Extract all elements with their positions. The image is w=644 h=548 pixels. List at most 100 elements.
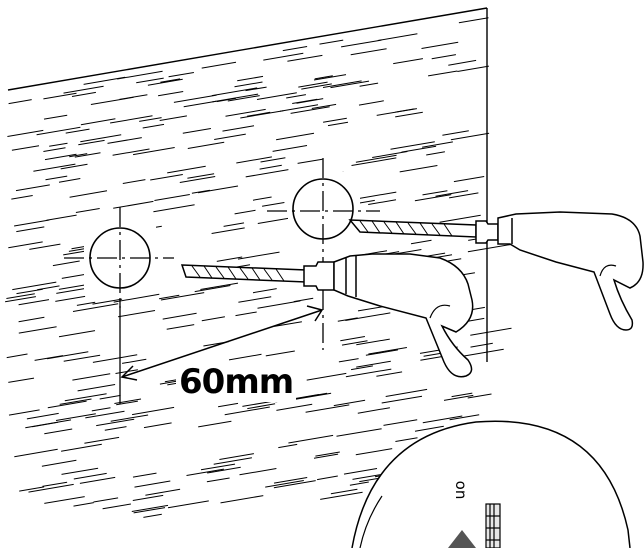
wall-texture-stroke xyxy=(56,287,86,294)
wall-texture-stroke xyxy=(198,420,232,428)
wall-texture-stroke xyxy=(385,388,428,397)
drill-upper xyxy=(348,211,644,331)
wall-texture-stroke xyxy=(43,92,77,100)
wall-texture-stroke xyxy=(273,477,308,484)
wall-texture-stroke xyxy=(80,118,116,126)
wall-texture-stroke xyxy=(104,426,127,431)
wall-texture-stroke xyxy=(323,117,347,123)
wall-texture-stroke xyxy=(142,123,165,129)
wall-texture-stroke xyxy=(63,354,101,362)
wall-texture-stroke xyxy=(77,384,116,392)
wall-texture-stroke xyxy=(45,175,68,181)
wall-texture-stroke xyxy=(442,130,469,136)
wall-texture-stroke xyxy=(159,294,180,300)
wall-texture-stroke xyxy=(317,475,338,481)
wall-texture-stroke xyxy=(376,108,417,116)
wall-texture-stroke xyxy=(73,472,107,480)
wall-texture-stroke xyxy=(322,80,362,88)
switch-arrow-icon xyxy=(448,530,476,548)
wall-texture-stroke xyxy=(69,190,108,198)
wall-texture-stroke xyxy=(237,251,280,260)
wall-texture-stroke xyxy=(390,141,435,150)
wall-texture-stroke xyxy=(470,327,512,336)
wall-texture-stroke xyxy=(399,165,438,173)
wall-texture-stroke xyxy=(422,190,448,196)
drill-hole-left xyxy=(64,207,174,308)
wall-texture-stroke xyxy=(351,365,373,371)
wall-texture-stroke xyxy=(6,293,35,299)
wall-texture-stroke xyxy=(73,502,94,507)
wall-texture-stroke xyxy=(224,406,270,416)
wall-texture-stroke xyxy=(311,103,337,109)
wall-texture-stroke xyxy=(43,114,68,120)
wall-texture-stroke xyxy=(168,72,194,78)
wall-texture-stroke xyxy=(414,425,444,432)
wall-texture-stroke xyxy=(426,151,445,156)
wall-texture-stroke xyxy=(110,115,153,124)
wall-texture-stroke xyxy=(11,195,33,200)
wall-texture-stroke xyxy=(234,81,263,88)
wall-texture-stroke xyxy=(207,466,241,474)
wall-texture-stroke xyxy=(341,340,368,346)
drill-hole-right xyxy=(267,158,380,350)
wall-texture-stroke xyxy=(42,481,68,487)
wall-texture-stroke xyxy=(431,54,456,60)
wall-texture-stroke xyxy=(330,80,370,89)
wall-texture-stroke xyxy=(457,65,489,72)
wall-texture-stroke xyxy=(92,354,138,363)
wall-texture-stroke xyxy=(383,419,418,426)
wall-texture-stroke xyxy=(340,336,365,342)
wall-texture-stroke xyxy=(212,93,259,103)
wall-texture-stroke xyxy=(257,300,301,309)
wall-texture-stroke xyxy=(470,342,493,348)
wall-texture-stroke xyxy=(377,33,418,41)
wall-texture-stroke xyxy=(92,298,123,305)
wall-texture-stroke xyxy=(44,496,85,504)
wall-texture-stroke xyxy=(458,17,489,24)
wall-texture-stroke xyxy=(191,189,210,194)
wall-texture-stroke xyxy=(200,282,239,290)
wall-texture-stroke xyxy=(213,457,252,465)
wall-texture-stroke xyxy=(298,81,328,88)
wall-texture-stroke xyxy=(265,480,304,488)
wall-texture-stroke xyxy=(301,83,332,90)
wall-texture-stroke xyxy=(160,292,205,301)
wall-texture-stroke xyxy=(61,467,99,475)
wall-texture-stroke xyxy=(64,393,107,402)
wall-texture-stroke xyxy=(18,316,45,323)
wall-texture-stroke xyxy=(247,403,276,410)
wall-texture-stroke xyxy=(256,92,297,100)
wall-texture-stroke xyxy=(443,394,474,401)
wall-texture-stroke xyxy=(173,94,217,103)
wall-texture-stroke xyxy=(459,348,504,358)
wall-texture-stroke xyxy=(290,106,330,114)
wall-texture-stroke xyxy=(114,398,142,404)
wall-texture-stroke xyxy=(167,165,206,174)
wall-texture-stroke xyxy=(351,157,397,166)
wall-texture-stroke xyxy=(247,111,271,117)
wall-texture-stroke xyxy=(453,176,485,183)
wall-texture-stroke xyxy=(18,326,57,334)
wall-texture-stroke xyxy=(8,241,43,249)
wall-texture-stroke xyxy=(288,434,334,444)
wall-texture-stroke xyxy=(395,437,418,442)
wall-texture-stroke xyxy=(359,82,379,87)
wall-texture-stroke xyxy=(37,285,60,291)
wall-texture-stroke xyxy=(58,178,81,183)
wall-texture-stroke xyxy=(451,392,473,398)
wall-texture-stroke xyxy=(276,132,315,141)
wall-texture-stroke xyxy=(76,301,96,306)
wall-texture-stroke xyxy=(448,59,477,66)
wall-texture-stroke xyxy=(14,448,58,458)
dimension-arrow xyxy=(120,305,324,381)
wall-texture-stroke xyxy=(32,421,59,428)
wall-texture-stroke xyxy=(280,104,319,112)
wall-texture-stroke xyxy=(187,141,225,149)
wall-texture-stroke xyxy=(36,126,81,136)
wall-texture-stroke xyxy=(216,256,243,262)
wall-texture-stroke xyxy=(286,94,306,99)
wall-texture-stroke xyxy=(336,428,382,437)
wall-texture-stroke xyxy=(245,86,267,92)
wall-texture-stroke xyxy=(154,194,190,201)
wall-texture-stroke xyxy=(265,350,295,357)
